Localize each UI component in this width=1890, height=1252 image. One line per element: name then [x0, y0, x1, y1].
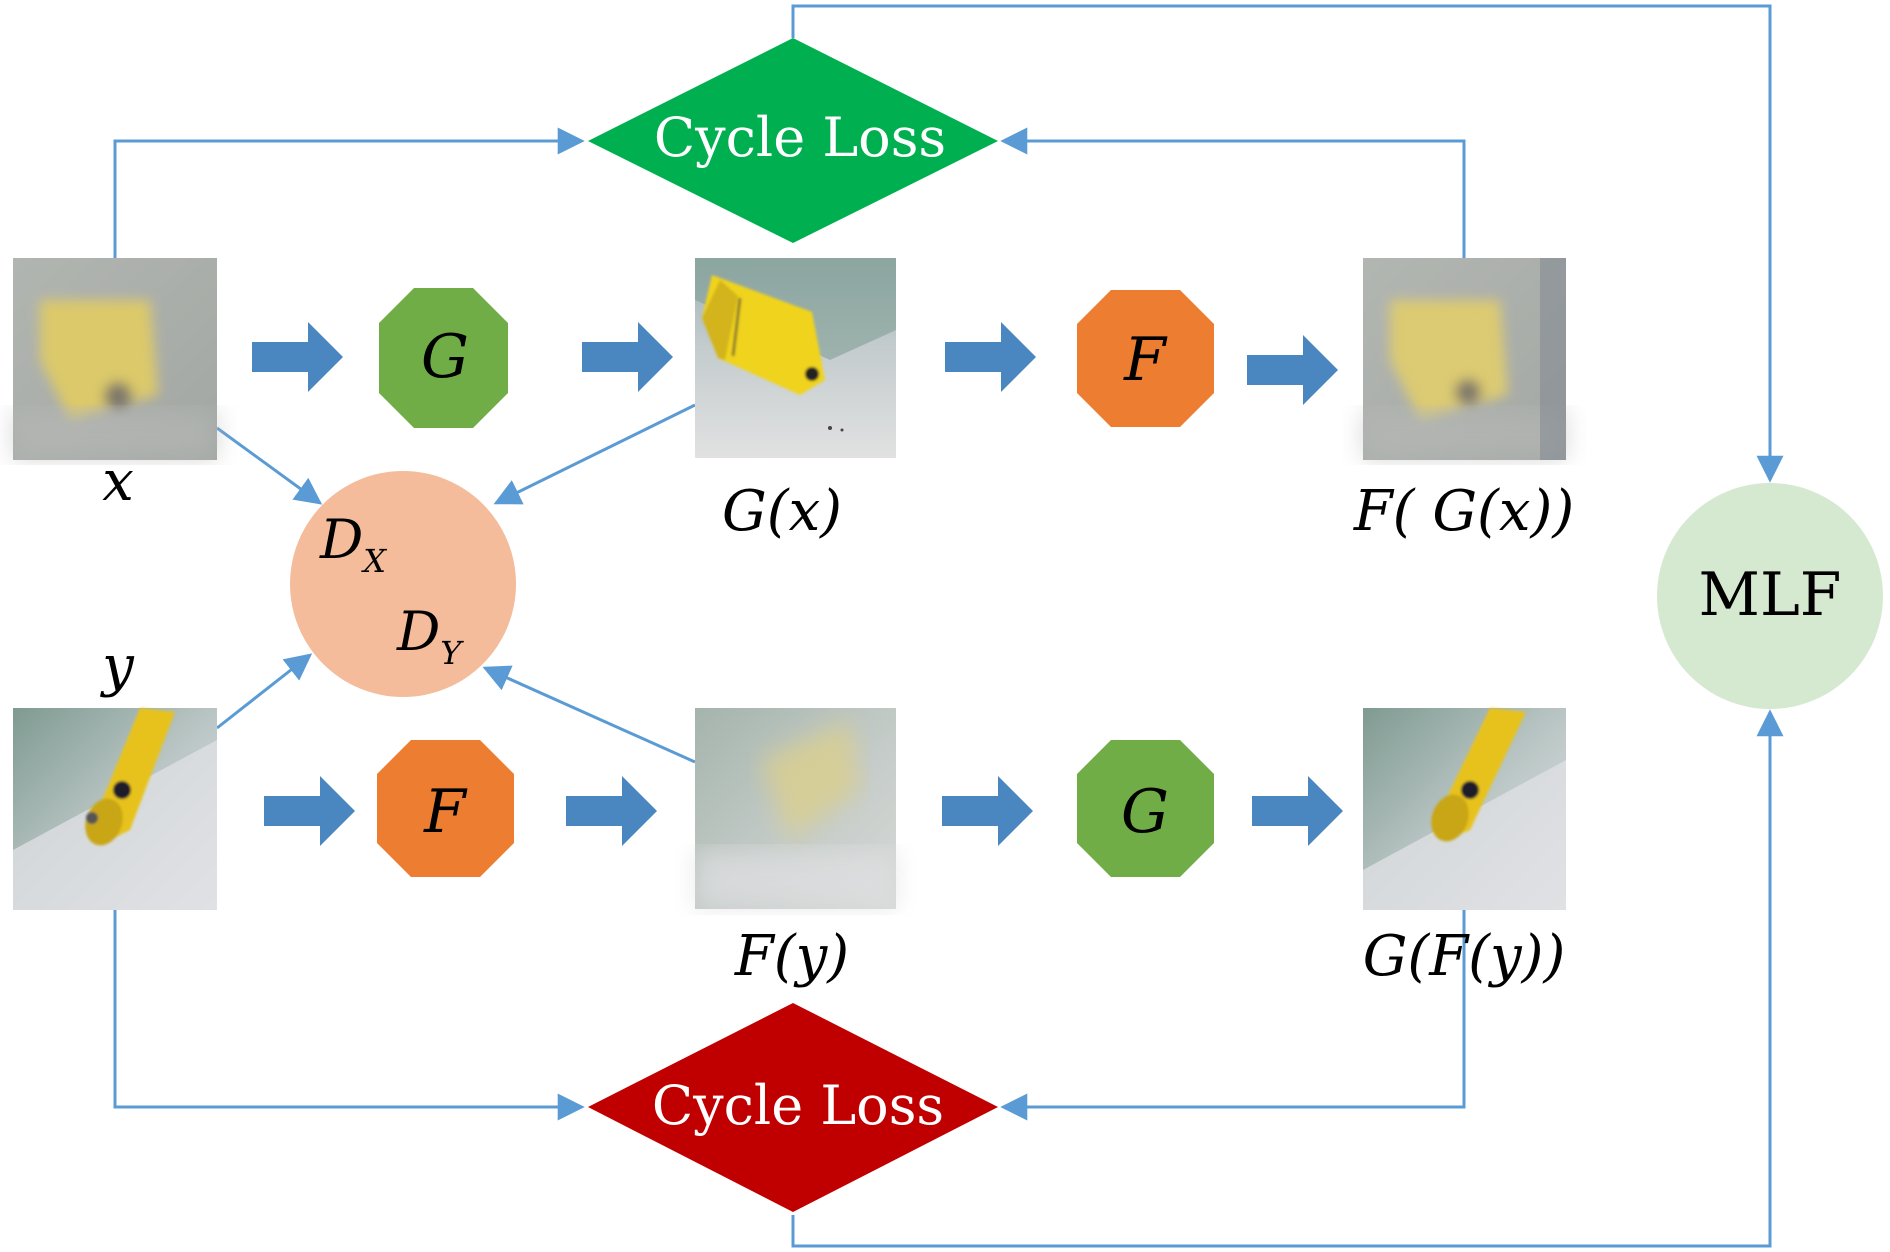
bottom-generator-G: G: [1077, 740, 1214, 877]
flow-arrows: [252, 322, 1343, 846]
label-x: x: [102, 449, 134, 514]
connector-x-to-top-loss: [113, 127, 585, 258]
discriminator-dx-label: DX: [319, 508, 387, 580]
discriminator-node: DX DY: [290, 471, 516, 697]
bottom-generator-G-label: G: [1121, 777, 1169, 847]
connector-fgx-to-top-loss: [1000, 127, 1466, 258]
connector-gfy-to-bottom-loss: [1000, 910, 1466, 1121]
label-y: y: [99, 634, 135, 699]
arrow-F-to-fy: [566, 776, 657, 846]
arrow-G-to-gx: [582, 322, 673, 392]
connector-y-to-discriminator: [216, 653, 313, 730]
bottom-cycle-loss: Cycle Loss: [588, 1003, 998, 1212]
arrow-fy-to-G: [942, 776, 1033, 846]
connector-gx-to-discriminator: [493, 403, 696, 505]
connector-bottom-loss-to-mlf: [791, 709, 1784, 1248]
top-generator-G-label: G: [421, 322, 469, 392]
connector-top-loss-to-mlf: [791, 4, 1784, 483]
label-fgx: F( G(x)): [1353, 479, 1574, 544]
connector-y-to-bottom-loss: [113, 910, 585, 1121]
mlf-label: MLF: [1699, 560, 1842, 630]
top-generator-F-label: F: [1123, 325, 1168, 395]
top-cycle-loss: Cycle Loss: [588, 38, 998, 243]
arrow-x-to-G: [252, 322, 343, 392]
bottom-cycle-loss-label: Cycle Loss: [652, 1074, 944, 1137]
image-fy: [695, 708, 896, 909]
arrow-y-to-F: [264, 776, 355, 846]
arrow-F-to-fgx: [1247, 335, 1338, 405]
label-gfy: G(F(y)): [1363, 924, 1566, 989]
label-gx: G(x): [722, 479, 842, 544]
connector-x-to-discriminator: [216, 426, 323, 505]
connector-fy-to-discriminator: [482, 665, 696, 764]
top-generator-F: F: [1077, 290, 1214, 427]
label-fy: F(y): [734, 924, 849, 989]
image-y: [13, 708, 217, 910]
bottom-generator-F-label: F: [423, 777, 468, 847]
bottom-generator-F: F: [377, 740, 514, 877]
top-cycle-loss-label: Cycle Loss: [654, 106, 946, 169]
image-gx: [695, 258, 896, 458]
image-fgx: [1363, 258, 1566, 460]
top-generator-G: G: [379, 288, 508, 428]
mlf-node: MLF: [1657, 483, 1883, 709]
image-x: [13, 258, 217, 460]
image-gfy: [1363, 708, 1566, 910]
arrow-G-to-gfy: [1252, 776, 1343, 846]
arrow-gx-to-F: [945, 322, 1036, 392]
discriminator-dy-label: DY: [396, 600, 464, 672]
